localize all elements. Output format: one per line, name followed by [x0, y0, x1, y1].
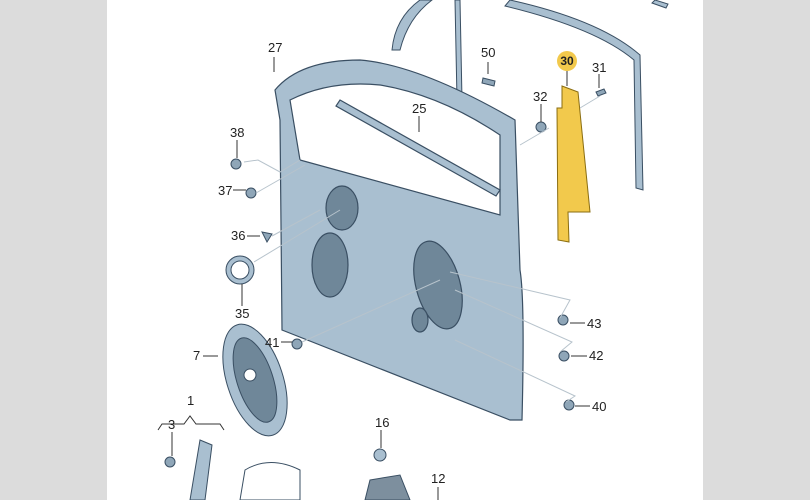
callout-42[interactable]: 42: [589, 348, 604, 363]
callout-7[interactable]: 7: [193, 348, 201, 363]
callout-12[interactable]: 12: [431, 471, 446, 486]
callout-27[interactable]: 27: [268, 40, 283, 55]
callout-3[interactable]: 3: [168, 417, 176, 432]
callout-1[interactable]: 1: [187, 393, 195, 408]
callout-32[interactable]: 32: [533, 89, 548, 104]
window-regulator: [189, 439, 411, 500]
callout-38[interactable]: 38: [230, 125, 245, 140]
callout-35[interactable]: 35: [235, 306, 250, 321]
fasteners: [164, 77, 607, 468]
callout-36[interactable]: 36: [231, 228, 246, 243]
part-30-highlighted[interactable]: [556, 85, 591, 243]
dashed-guides: [243, 95, 601, 403]
callout-41[interactable]: 41: [265, 335, 280, 350]
callout-31[interactable]: 31: [592, 60, 607, 75]
speaker-part-7: [222, 323, 288, 437]
callout-43[interactable]: 43: [587, 316, 602, 331]
callout-30-highlighted[interactable]: 30: [557, 51, 577, 71]
leader-lines: [157, 57, 600, 500]
callout-16[interactable]: 16: [375, 415, 390, 430]
callout-50[interactable]: 50: [481, 45, 496, 60]
callout-25[interactable]: 25: [412, 101, 427, 116]
callout-40[interactable]: 40: [592, 399, 607, 414]
door-panel: [274, 59, 524, 421]
callout-37[interactable]: 37: [218, 183, 233, 198]
